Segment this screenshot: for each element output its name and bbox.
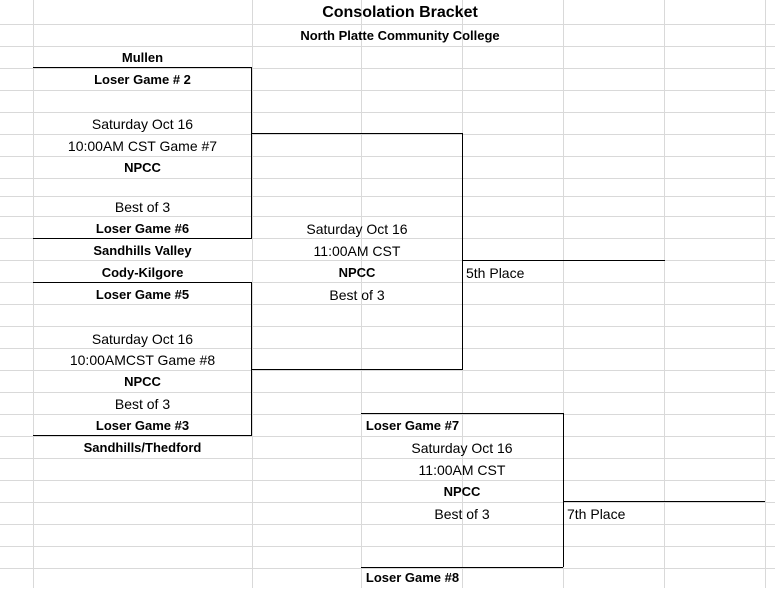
bracket-line <box>361 567 563 568</box>
game7-top-team: Mullen <box>121 50 164 65</box>
bracket-line <box>462 133 463 370</box>
bracket-line <box>563 413 564 567</box>
game8-top-seed: Loser Game #5 <box>95 287 190 302</box>
game8-bottom-seed: Loser Game #3 <box>95 418 190 433</box>
bracket-line <box>251 369 462 370</box>
fifth-place-format: Best of 3 <box>329 287 385 303</box>
seventh-place-top-seed: Loser Game #7 <box>365 418 460 433</box>
seventh-place-bottom-seed: Loser Game #8 <box>365 570 460 585</box>
seventh-place-time: 11:00AM CST <box>418 462 506 478</box>
seventh-place-label: 7th Place <box>567 506 626 522</box>
bracket-line <box>462 260 665 261</box>
bracket-line <box>361 413 563 414</box>
game7-top-seed: Loser Game # 2 <box>94 72 191 87</box>
game8-venue: NPCC <box>124 374 161 389</box>
page-title: Consolation Bracket <box>322 4 478 21</box>
game7-date: Saturday Oct 16 <box>91 116 194 132</box>
grid-col-line <box>664 0 665 588</box>
game7-bottom-team: Sandhills Valley <box>93 243 192 258</box>
bracket-line <box>33 238 252 239</box>
game7-format: Best of 3 <box>114 199 171 215</box>
game8-format: Best of 3 <box>114 396 171 412</box>
fifth-place-label: 5th Place <box>466 265 525 281</box>
game7-time: 10:00AM CST Game #7 <box>67 138 218 154</box>
game8-time: 10:00AMCST Game #8 <box>69 352 216 368</box>
bracket-line <box>563 501 765 502</box>
game8-date: Saturday Oct 16 <box>91 331 194 347</box>
bracket-line <box>251 282 252 435</box>
game8-bottom-team: Sandhills/Thedford <box>83 440 202 455</box>
grid-row-line <box>0 326 775 327</box>
bracket-line <box>251 133 462 134</box>
fifth-place-venue: NPCC <box>338 265 376 280</box>
fifth-place-time: 11:00AM CST <box>313 243 401 259</box>
seventh-place-venue: NPCC <box>443 484 481 499</box>
game7-bottom-seed: Loser Game #6 <box>95 221 190 236</box>
bracket-line <box>33 282 252 283</box>
bracket-line <box>251 67 252 238</box>
seventh-place-format: Best of 3 <box>434 506 490 522</box>
grid-row-line <box>0 546 775 547</box>
bracket-line <box>33 67 252 68</box>
page-subtitle: North Platte Community College <box>300 28 500 43</box>
grid-col-line <box>765 0 766 588</box>
game7-venue: NPCC <box>124 160 161 175</box>
game8-top-team: Cody-Kilgore <box>101 265 184 280</box>
seventh-place-date: Saturday Oct 16 <box>411 440 513 456</box>
bracket-line <box>33 435 252 436</box>
fifth-place-date: Saturday Oct 16 <box>306 221 408 237</box>
